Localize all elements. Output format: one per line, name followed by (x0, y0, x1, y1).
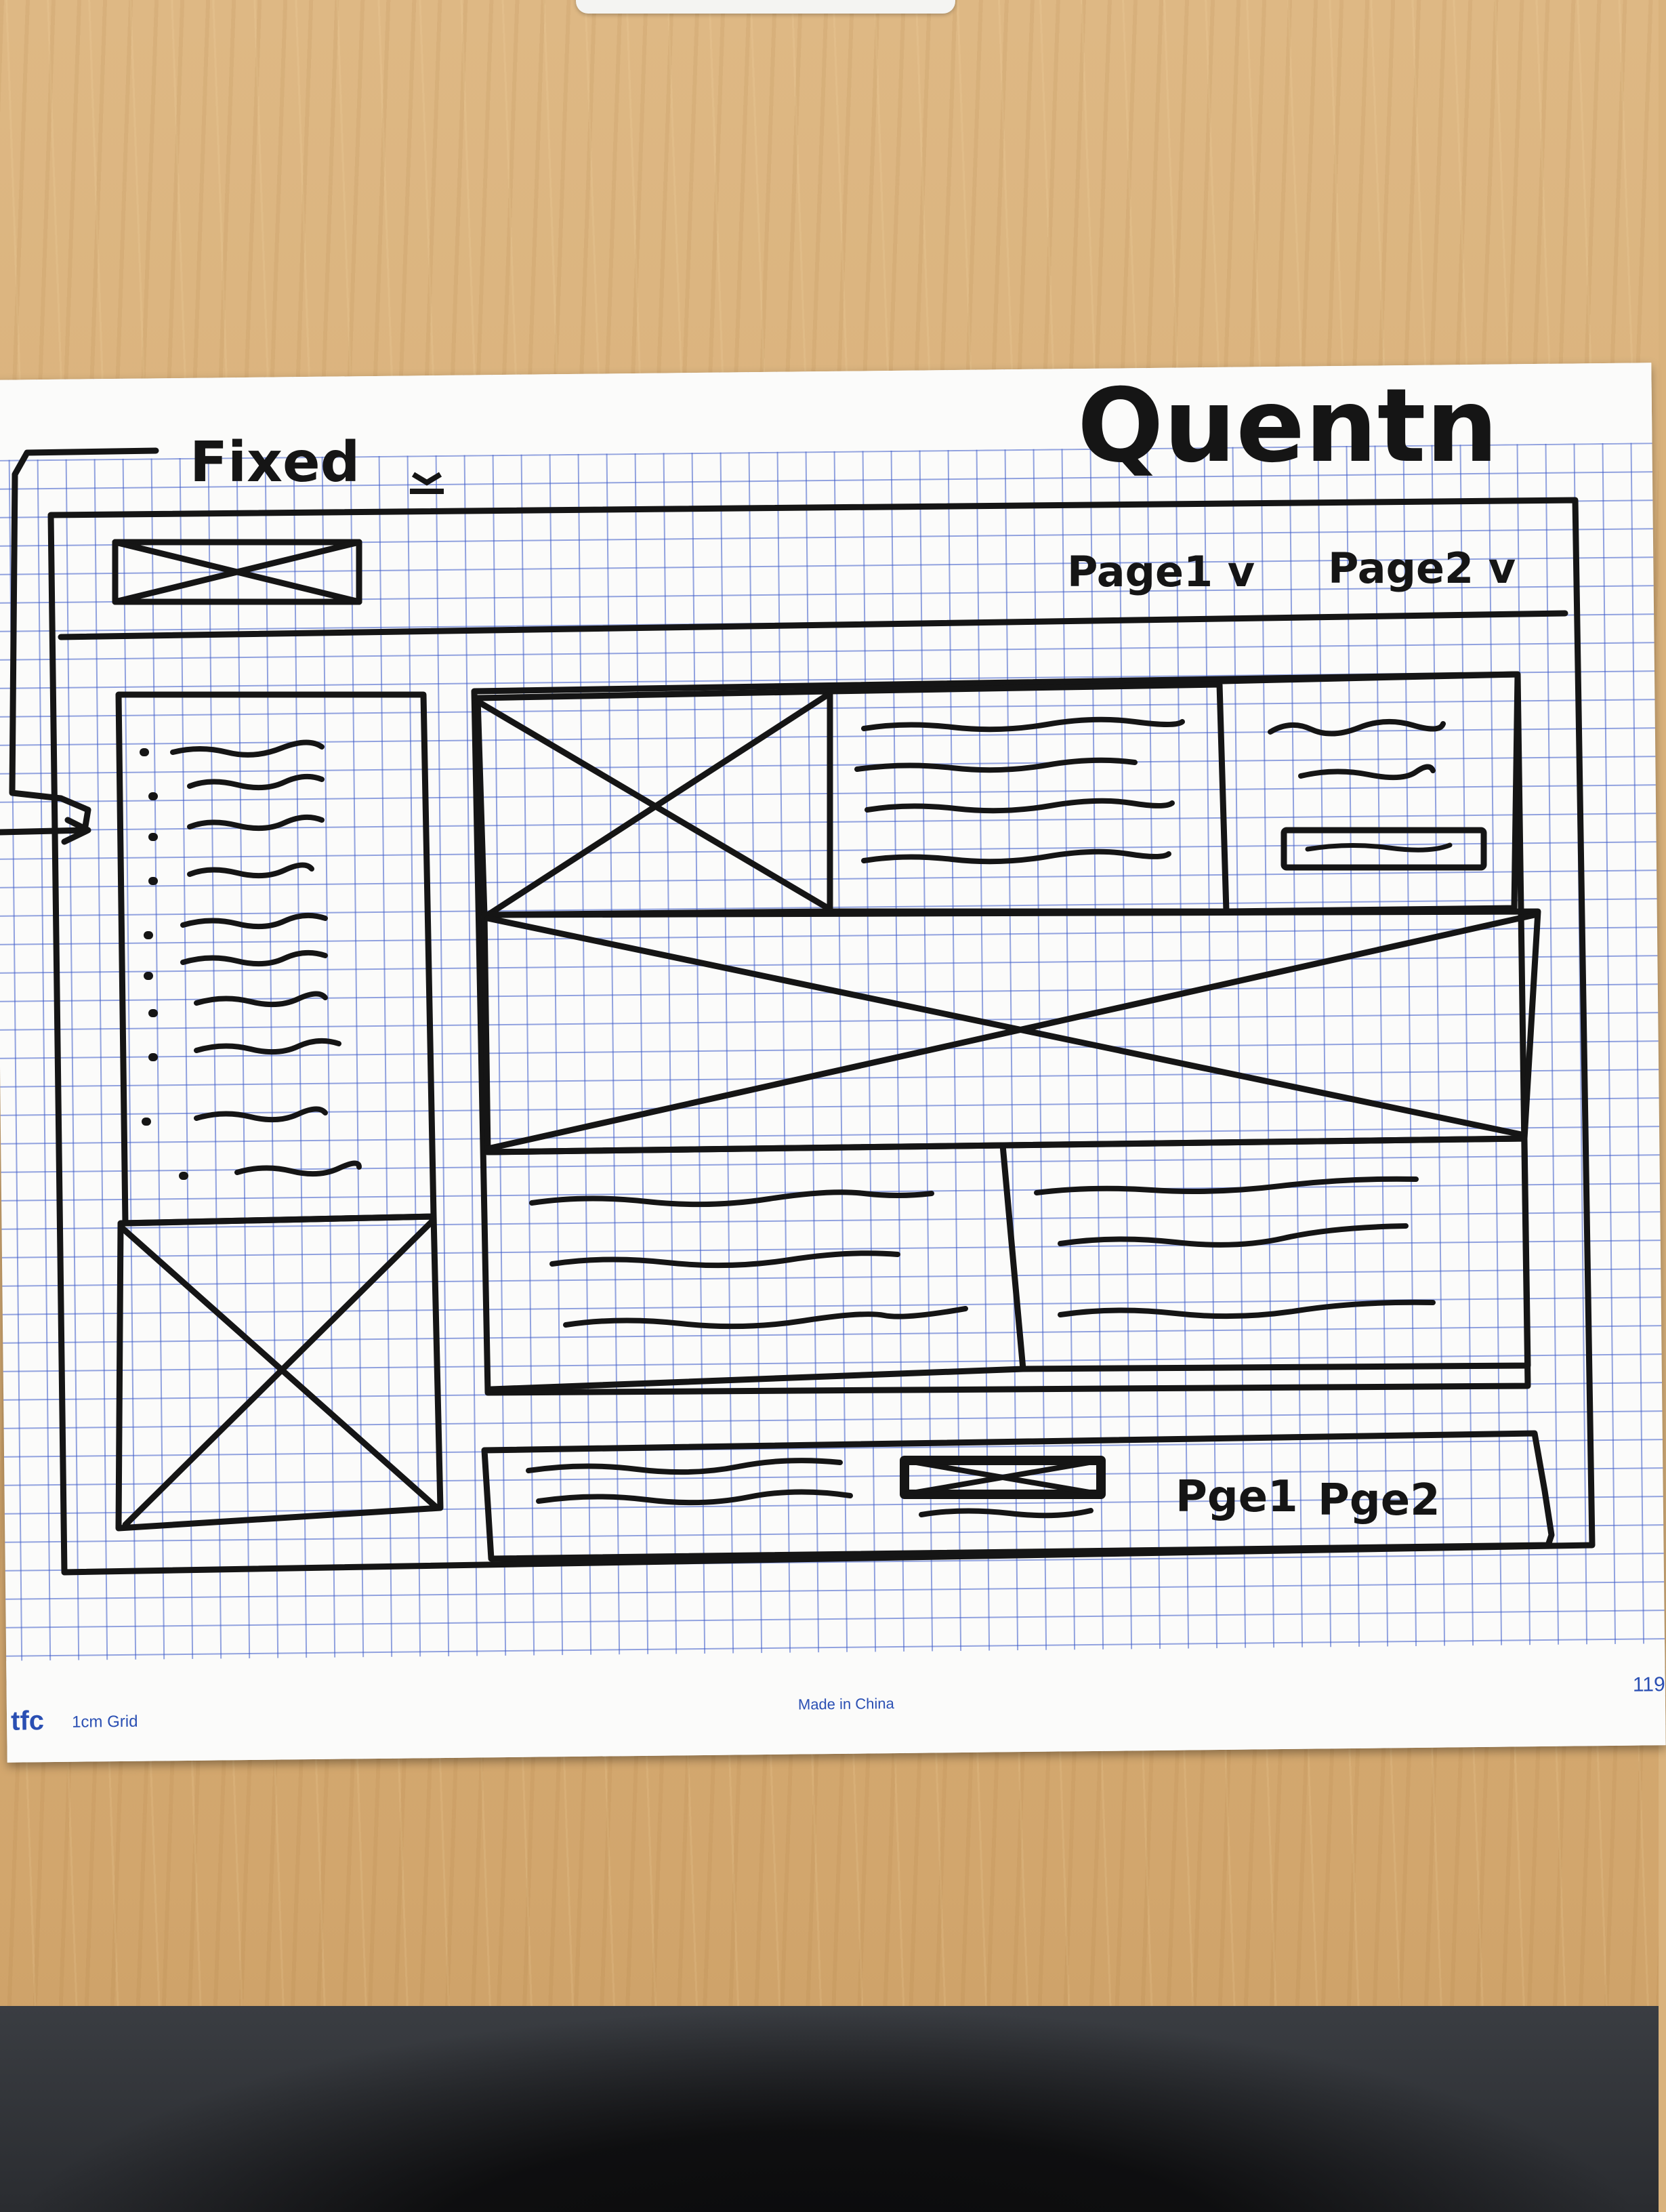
bottom-right-card (999, 1135, 1531, 1372)
top-text-card (827, 681, 1230, 915)
nav-page1[interactable]: Page1 v (1067, 547, 1255, 596)
fixed-label: Fixed (190, 430, 360, 495)
hero-thumb-image-placeholder (474, 688, 833, 918)
site-title: Quentn (1077, 367, 1498, 485)
bottom-right-text-lines (1034, 1176, 1436, 1319)
cta-button[interactable] (1280, 827, 1487, 871)
bottom-left-text-lines (529, 1189, 968, 1330)
sidebar-list (170, 739, 362, 1177)
logo-placeholder (112, 539, 362, 605)
top-text-lines (854, 716, 1185, 865)
sidebar-bullets (140, 748, 188, 1180)
banner-image-placeholder (481, 908, 1541, 1155)
main-content-panel (471, 671, 1531, 1396)
chevron-down-icon (411, 472, 442, 486)
fixed-bracket (0, 447, 159, 836)
top-right-text-lines (1268, 718, 1446, 781)
nav-page2[interactable]: Page2 v (1328, 544, 1516, 593)
sidebar-image-placeholder (115, 1213, 444, 1532)
footer-text-lines (526, 1458, 853, 1506)
top-right-card (1220, 671, 1521, 915)
footer-logo-placeholder (900, 1456, 1106, 1519)
floor-shadow (0, 2006, 1659, 2212)
card-corner (576, 0, 955, 14)
footer-nav-page1[interactable]: Pge1 (1175, 1472, 1298, 1522)
footer-bar (481, 1430, 1555, 1562)
bottom-left-card (484, 1142, 1026, 1393)
footer-nav-page2[interactable]: Pge2 (1318, 1475, 1440, 1525)
header-divider (58, 610, 1568, 640)
browser-frame (47, 497, 1596, 1576)
arrow-head-icon (61, 817, 91, 845)
